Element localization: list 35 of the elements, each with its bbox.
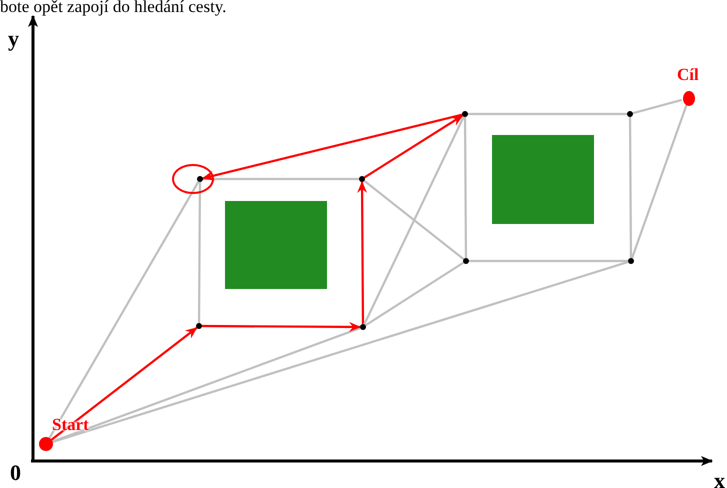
graph-edge xyxy=(198,182,202,323)
axis-label: x xyxy=(714,470,725,488)
graph-edge xyxy=(464,117,468,258)
body-text: bote opět zapojí do hledání cesty. xyxy=(0,0,226,15)
path-arrow xyxy=(364,114,464,178)
endpoint-dot xyxy=(683,90,695,106)
graph-edge xyxy=(364,262,464,326)
path-arrow xyxy=(357,181,368,324)
graph-edge xyxy=(469,260,628,262)
point-label: Cíl xyxy=(677,66,699,83)
endpoint-dot xyxy=(39,437,53,451)
vertex-dot xyxy=(462,111,468,117)
axis-label: 0 xyxy=(10,462,21,484)
vertex-dot xyxy=(360,324,366,330)
path-arrow xyxy=(202,114,462,181)
vertex-dot xyxy=(197,176,203,182)
graph-edge xyxy=(52,260,628,443)
graph-edge xyxy=(203,178,359,180)
graph-edge xyxy=(632,98,682,114)
obstacle xyxy=(492,135,594,224)
vertex-dot xyxy=(627,111,633,117)
graph-edge xyxy=(48,181,200,438)
graph-edge xyxy=(628,117,632,258)
vertex-dot xyxy=(359,176,365,182)
path-arrow xyxy=(50,326,198,441)
axis-label: y xyxy=(8,28,19,50)
graph-edge xyxy=(468,112,627,116)
graph-edge xyxy=(364,180,464,260)
graph-edge xyxy=(363,116,465,325)
vertex-dot xyxy=(628,258,634,264)
path-arrow xyxy=(202,322,361,332)
vertex-dot xyxy=(196,323,202,329)
obstacle xyxy=(225,201,327,289)
graph-edge xyxy=(630,104,688,259)
graph-edge xyxy=(52,327,361,443)
